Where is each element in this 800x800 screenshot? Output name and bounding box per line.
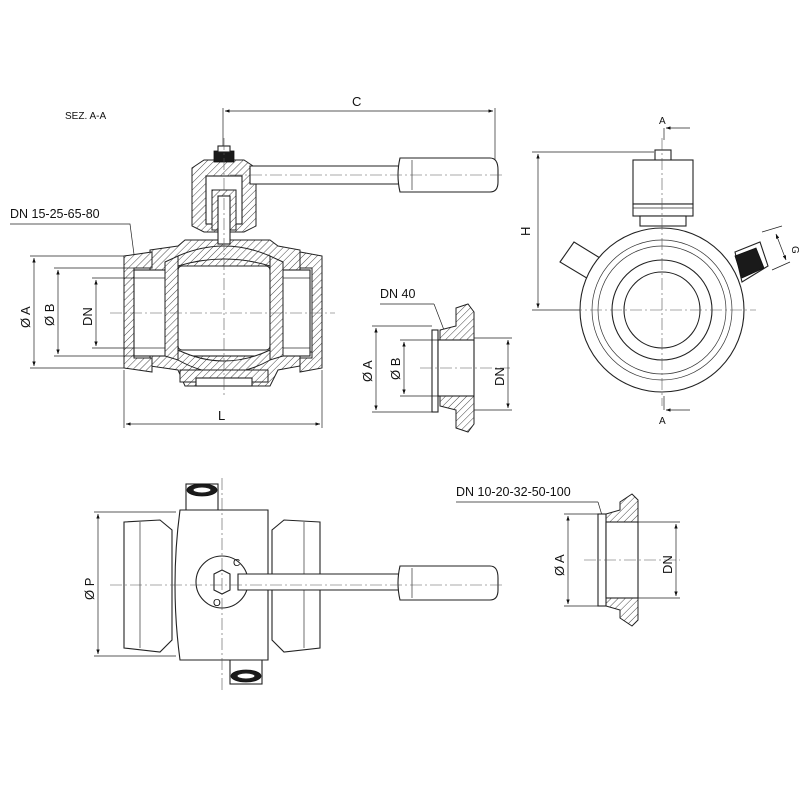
c-mark: C bbox=[233, 558, 240, 569]
dn-small-detail: DN 10-20-32-50-100 Ø A DN bbox=[456, 485, 680, 627]
dn-label-main: DN bbox=[80, 307, 95, 326]
dn-small-dn: DN bbox=[660, 555, 675, 574]
dim-c-label: C bbox=[352, 94, 361, 109]
dn-small-phi-a: Ø A bbox=[552, 554, 567, 576]
phi-a-label: Ø A bbox=[18, 306, 33, 328]
dim-h-label: H bbox=[518, 227, 533, 236]
dim-l-label: L bbox=[218, 408, 225, 423]
dim-g-label: G bbox=[789, 246, 800, 254]
sec-a-bottom: A bbox=[659, 416, 666, 427]
handle-section bbox=[249, 157, 499, 193]
section-title: SEZ. A-A bbox=[65, 111, 106, 122]
top-view: C O Ø P bbox=[82, 478, 505, 690]
dn40-detail: DN 40 Ø A Ø B DN bbox=[360, 287, 512, 433]
o-mark: O bbox=[213, 598, 221, 609]
dn40-phi-a: Ø A bbox=[360, 360, 375, 382]
sec-a-top: A bbox=[659, 116, 666, 127]
dn40-label: DN 40 bbox=[380, 287, 415, 301]
section-view: SEZ. A-A C DN 15-25-65-80 bbox=[10, 94, 505, 428]
dn40-dn: DN bbox=[492, 367, 507, 386]
dn-main-label: DN 15-25-65-80 bbox=[10, 207, 100, 221]
dn40-phi-b: Ø B bbox=[388, 358, 403, 380]
side-view: A A H G bbox=[518, 116, 800, 427]
phi-p-label: Ø P bbox=[82, 578, 97, 600]
phi-b-label: Ø B bbox=[42, 304, 57, 326]
dn-small-label: DN 10-20-32-50-100 bbox=[456, 485, 571, 499]
